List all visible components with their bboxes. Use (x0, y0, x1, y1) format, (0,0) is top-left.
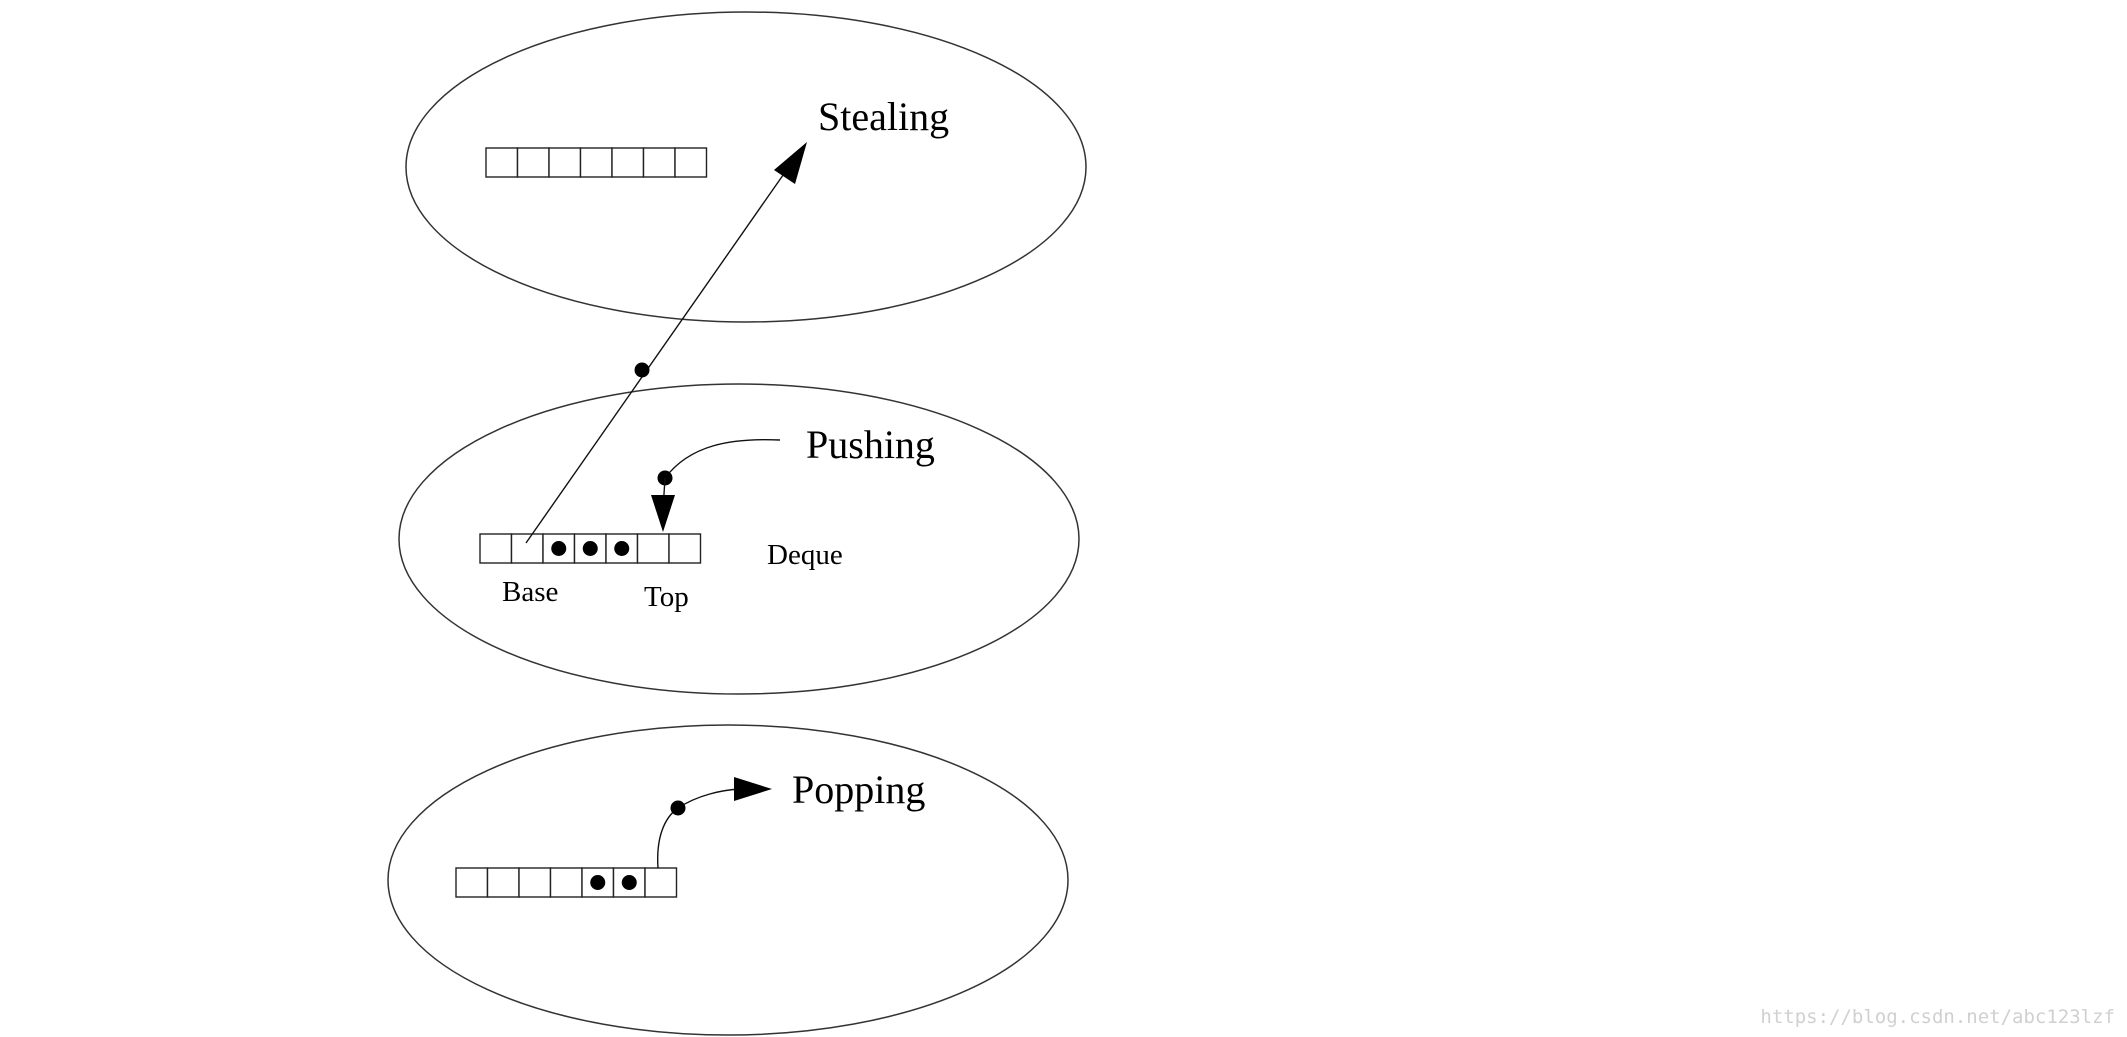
pushing-label: Pushing (806, 422, 935, 467)
stealing-deque-cell (674, 147, 708, 178)
stealing-processor-ellipse (405, 11, 1087, 323)
pushing-deque-cell (636, 533, 670, 564)
stealing-label: Stealing (818, 94, 949, 139)
steal-arrowhead (774, 142, 807, 184)
popping-deque-cell (486, 867, 520, 898)
pushing-deque-cell (668, 533, 702, 564)
stealing-deque-cell (611, 147, 645, 178)
pushing-deque-cell (479, 533, 513, 564)
steal-arrow (525, 142, 807, 544)
popping-deque-cell (518, 867, 552, 898)
pushing-deque-cell (510, 533, 544, 564)
pop-arrowhead (734, 777, 772, 801)
base-label: Base (502, 576, 558, 608)
push-arrow-curve (664, 438, 781, 479)
stealing-processor: Stealing (405, 11, 1087, 323)
pushing-deque (479, 533, 702, 564)
popping-deque (455, 867, 678, 898)
stealing-deque-cell (579, 147, 613, 178)
deque-label: Deque (767, 539, 843, 571)
popping-processor-ellipse (387, 724, 1069, 1036)
pushing-deque-task-dot (582, 541, 598, 556)
pushing-processor-ellipse (398, 383, 1080, 695)
stealing-deque (485, 147, 708, 178)
steal-dot (634, 362, 650, 378)
pop-dot (670, 800, 686, 816)
popping-label: Popping (792, 767, 925, 812)
push-arrowhead (651, 495, 675, 532)
popping-deque-task-dot (590, 875, 606, 890)
pushing-deque-task-dot (551, 541, 567, 556)
stealing-deque-cell (516, 147, 550, 178)
popping-processor: Popping (387, 724, 1069, 1036)
popping-deque-cell (455, 867, 489, 898)
steal-arrow-shaft (525, 167, 789, 544)
popping-deque-cell (549, 867, 583, 898)
watermark-text: https://blog.csdn.net/abc123lzf (1760, 1006, 2115, 1028)
pop-arrow-curve (656, 788, 741, 869)
pushing-processor: Pushing Deque Base Top (398, 383, 1080, 695)
stealing-deque-cell (548, 147, 582, 178)
popping-deque-task-dot (621, 875, 637, 890)
popping-deque-cell (644, 867, 678, 898)
stealing-deque-cell (642, 147, 676, 178)
stealing-deque-cell (485, 147, 519, 178)
pushing-deque-task-dot (614, 541, 630, 556)
top-label: Top (644, 581, 689, 613)
